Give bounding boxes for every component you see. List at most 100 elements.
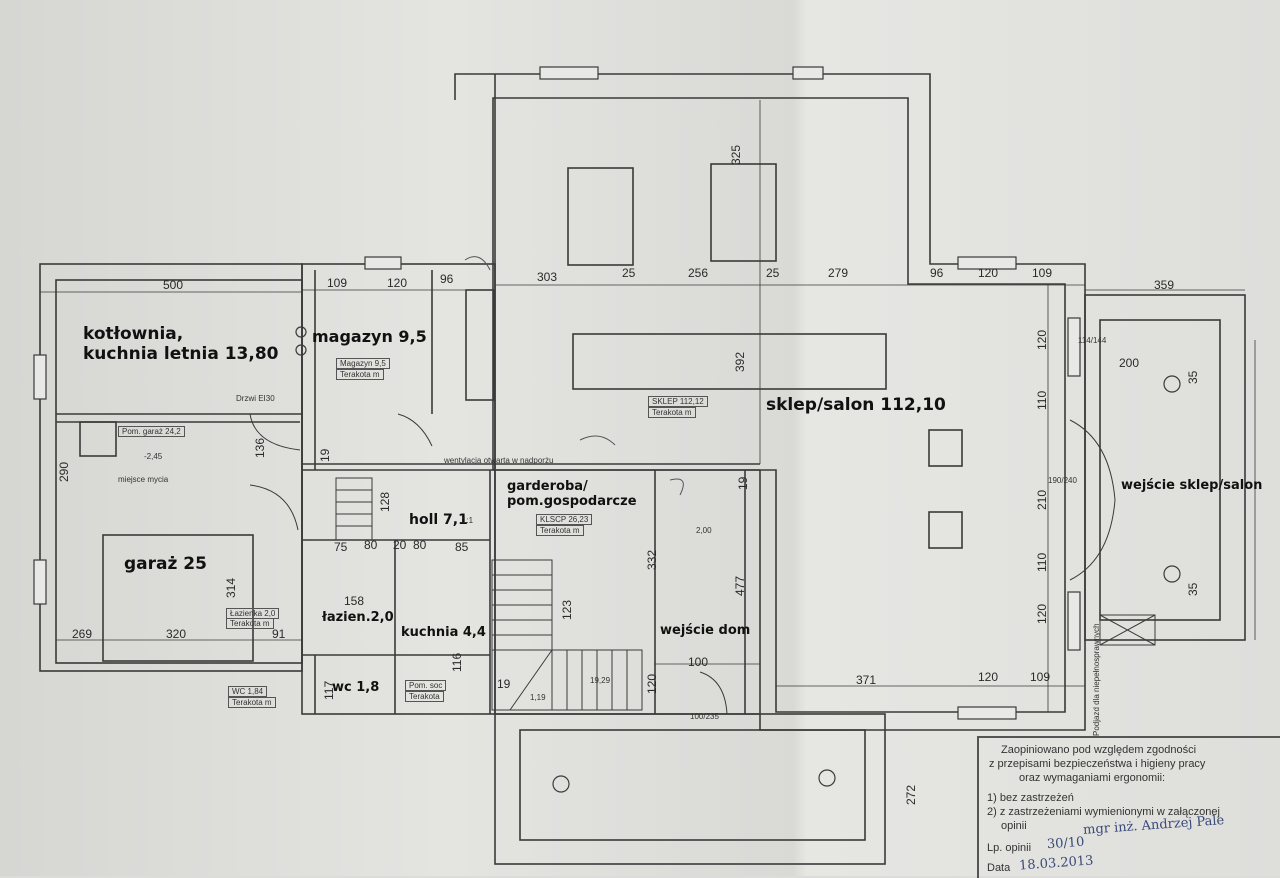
room-label-sklep: sklep/salon 112,10 — [766, 395, 946, 415]
dim-label: 290 — [57, 461, 71, 482]
stamp-handwritten-number: 30/10 — [1046, 834, 1085, 853]
dim-label: 85 — [455, 540, 469, 554]
dim-label: 269 — [72, 627, 93, 641]
dimension-lines — [40, 100, 1256, 712]
shop-pillar-2 — [928, 511, 963, 549]
entry-porch-outer — [494, 713, 886, 865]
shop-shelf — [572, 333, 887, 390]
ramp-box — [1099, 614, 1156, 646]
shop-pillar-1 — [928, 429, 963, 467]
dim-label: 109 — [1030, 670, 1051, 684]
dim-label: 110 — [1035, 390, 1049, 410]
garage-car-outline — [102, 534, 254, 662]
dim-label: 120 — [1035, 603, 1049, 624]
room-label-wejscie-sklep: wejście sklep/salon — [1121, 478, 1263, 493]
dim-label: 114/144 — [1078, 336, 1107, 345]
dim-label: 110 — [1035, 552, 1049, 572]
room-label-garderoba-line1: garderoba/ — [507, 479, 588, 494]
entry-porch-inner — [519, 729, 866, 841]
dim-label: 256 — [688, 266, 709, 280]
dim-label: 120 — [978, 670, 999, 684]
dim-label: 109 — [1032, 266, 1053, 280]
room-label-magazyn: magazyn 9,5 — [312, 327, 427, 346]
dim-label: 123 — [560, 599, 574, 620]
room-tag: Terakota m — [226, 618, 274, 629]
room-label-wc: wc 1,8 — [332, 680, 380, 695]
dim-label: 120 — [1035, 329, 1049, 350]
approval-stamp: Zaopiniowano pod względem zgodności z pr… — [977, 736, 1280, 878]
room-tag: Terakota m — [648, 407, 696, 418]
dim-label: 96 — [440, 272, 454, 286]
dim-label: 75 — [334, 540, 348, 554]
dim-label: 272 — [904, 784, 918, 805]
shop-counter-2 — [710, 163, 777, 262]
dim-label: 128 — [378, 491, 392, 512]
dim-label: 120 — [387, 276, 408, 290]
magazyn-counter — [465, 289, 495, 401]
room-label-garderoba: garderoba/ pom.gospodarcze — [507, 479, 637, 510]
handwritten-marks — [464, 256, 684, 496]
room-tag: Pom. soc — [405, 680, 447, 691]
dim-label: 120 — [978, 266, 999, 280]
room-label-garaz: garaż 25 — [124, 554, 207, 574]
dim-label: 200 — [1119, 356, 1140, 370]
room-tag: Magazyn 9,5 — [336, 358, 390, 369]
stamp-line: Zaopiniowano pod względem zgodności — [1001, 744, 1197, 756]
stairs-mark: 1,19 — [530, 693, 546, 702]
dim-label: 279 — [828, 266, 849, 280]
level-mark: -2,45 — [144, 452, 163, 461]
dim-label: 19 — [497, 677, 511, 691]
dim-label: 80 — [413, 538, 427, 552]
dim-label: 109 — [327, 276, 348, 290]
dim-label: 320 — [166, 627, 187, 641]
room-label-kotlownia-line1: kotłownia, — [83, 324, 184, 344]
stamp-line: Data — [987, 862, 1011, 874]
annotation-ventilation: wentylacja otwarta w nadporżu — [444, 456, 554, 465]
dim-label: 19 — [736, 476, 750, 490]
dim-label: 392 — [733, 351, 747, 372]
stamp-line: Lp. opinii — [987, 842, 1032, 854]
dim-label: 117 — [322, 680, 336, 700]
room-label-lazienka: łazien.2,0 — [322, 610, 394, 625]
room-label-holl: holl 7,1 — [409, 512, 468, 528]
dim-label: 116 — [450, 652, 464, 672]
dim-label: 100 — [688, 655, 709, 669]
dim-label: 158 — [344, 594, 365, 608]
dim-label: 25 — [766, 266, 780, 280]
dim-label: 20 — [393, 538, 407, 552]
level-mark: 2,00 — [696, 526, 712, 535]
stamp-line: z przepisami bezpieczeństwa i higieny pr… — [989, 758, 1206, 770]
stamp-line: 1) bez zastrzeżeń — [987, 792, 1074, 804]
dim-label: 25 — [622, 266, 636, 280]
annotation-door: Drzwi EI30 — [236, 394, 275, 403]
room-label-wejscie-dom: wejście dom — [660, 623, 751, 638]
room-tag: KLSCP 26,23 — [536, 514, 593, 525]
dim-label: 35 — [1186, 370, 1200, 384]
lamps — [295, 326, 1181, 793]
annotation-ramp: Podjazd dla niepełnosprawnych — [1092, 623, 1101, 736]
room-tag: Terakota m — [536, 525, 584, 536]
room-tag: SKLEP 112,12 — [648, 396, 708, 407]
staircase — [335, 477, 643, 711]
stamp-line: opinii — [1001, 820, 1027, 832]
doors — [249, 413, 1116, 715]
dim-label: 190/240 — [1048, 476, 1077, 485]
stamp-line: oraz wymaganiami ergonomii: — [1019, 772, 1166, 784]
shop-counter-1 — [567, 167, 634, 266]
level-mark: 1:1 — [462, 516, 474, 525]
room-tag: Terakota m — [228, 697, 276, 708]
room-tag: Pom. garaż 24,2 — [118, 426, 185, 437]
annotation-washing: miejsce mycia — [118, 475, 169, 484]
dim-label: 359 — [1154, 278, 1175, 292]
dim-label: 120 — [645, 673, 659, 694]
room-tag: WC 1,84 — [228, 686, 268, 697]
room-tag: Terakota — [405, 691, 444, 702]
dim-label: 314 — [224, 577, 238, 598]
room-label-kotlownia: kotłownia, kuchnia letnia 13,80 — [83, 324, 278, 364]
room-label-kuchnia: kuchnia 4,4 — [401, 625, 486, 640]
dim-label: 210 — [1035, 489, 1049, 510]
room-tag: Terakota m — [336, 369, 384, 380]
dim-label: 325 — [729, 144, 743, 165]
dim-label: 500 — [163, 278, 184, 292]
